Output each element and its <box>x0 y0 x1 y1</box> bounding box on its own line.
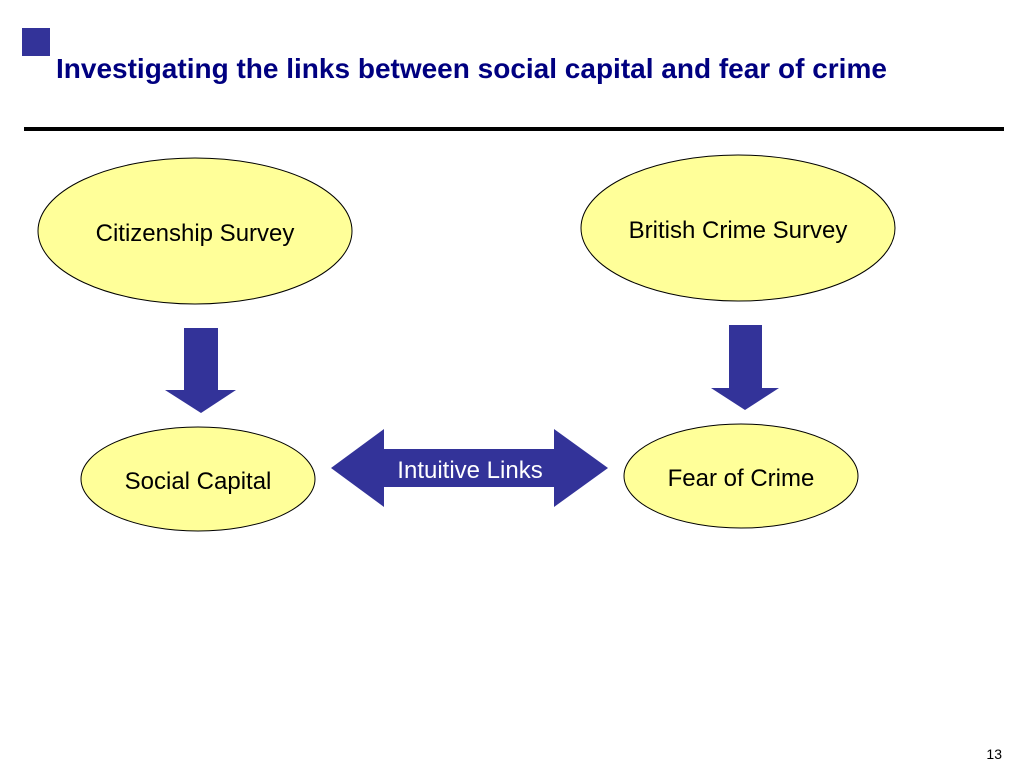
node-british-crime-survey-ellipse <box>580 154 896 302</box>
double-headed-arrow-icon <box>331 429 608 507</box>
page-number: 13 <box>986 746 1002 762</box>
node-british-crime-survey: British Crime Survey <box>580 154 896 302</box>
link-label: Intuitive Links <box>397 457 542 484</box>
node-citizenship-survey-label: Citizenship Survey <box>96 220 295 247</box>
node-british-crime-survey-label: British Crime Survey <box>629 217 848 244</box>
down-arrow-left-icon <box>165 328 236 413</box>
node-social-capital: Social Capital <box>80 426 316 532</box>
node-social-capital-label: Social Capital <box>125 468 272 495</box>
node-citizenship-survey-ellipse <box>37 157 353 305</box>
node-fear-of-crime-ellipse <box>623 423 859 529</box>
title-bullet-square <box>22 28 50 56</box>
link-double-arrow: Intuitive Links <box>331 429 608 507</box>
down-arrow-right-icon <box>711 325 779 410</box>
node-fear-of-crime-label: Fear of Crime <box>668 465 815 492</box>
node-social-capital-ellipse <box>80 426 316 532</box>
slide-title: Investigating the links between social c… <box>56 53 887 84</box>
node-fear-of-crime: Fear of Crime <box>623 423 859 529</box>
node-citizenship-survey: Citizenship Survey <box>37 157 353 305</box>
title-underline <box>24 127 1004 131</box>
